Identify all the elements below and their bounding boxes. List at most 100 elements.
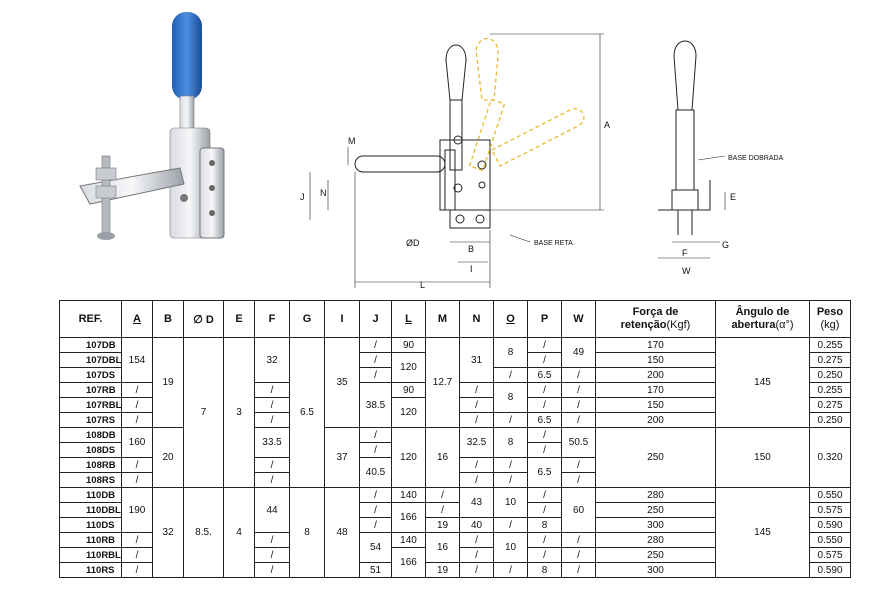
cell-l: 120 xyxy=(391,427,426,488)
cell-a: 160 xyxy=(121,427,153,458)
base-dobrada-label: BASE DOBRADA xyxy=(728,155,784,162)
cell-i: 37 xyxy=(324,427,360,488)
forca-header-unit: (Kgf) xyxy=(666,319,691,331)
col-header-w: W xyxy=(561,300,596,338)
cell-forca: 280 xyxy=(595,487,716,503)
cell-n: / xyxy=(459,457,494,473)
col-header-f: F xyxy=(254,300,290,338)
cell-j: / xyxy=(359,487,392,503)
cell-p: / xyxy=(527,502,562,518)
cell-p: / xyxy=(527,547,562,563)
cell-angulo: 150 xyxy=(715,427,810,488)
open-position-outline xyxy=(468,38,585,172)
cell-f: / xyxy=(254,397,290,413)
cell-l: 166 xyxy=(391,502,426,533)
cell-w: / xyxy=(561,367,596,383)
cell-forca: 300 xyxy=(595,562,716,578)
cell-j: / xyxy=(359,427,392,443)
cell-forca: 150 xyxy=(595,352,716,368)
cell-forca: 250 xyxy=(595,502,716,518)
cell-j: / xyxy=(359,517,392,533)
cell-i: 48 xyxy=(324,487,360,578)
cell-j: / xyxy=(359,352,392,368)
cell-m: 16 xyxy=(425,427,460,488)
ref-cell: 107RB xyxy=(59,382,122,398)
cell-p: 8 xyxy=(527,517,562,533)
cell-w: / xyxy=(561,412,596,428)
cell-n: 32.5 xyxy=(459,427,494,458)
cell-l: 166 xyxy=(391,547,426,578)
cell-p: / xyxy=(527,397,562,413)
angulo-header-line2: abertura xyxy=(731,319,776,331)
cell-o: 10 xyxy=(493,532,528,563)
cell-f: / xyxy=(254,547,290,563)
cell-w: / xyxy=(561,532,596,548)
cell-forca: 250 xyxy=(595,547,716,563)
cell-f: / xyxy=(254,562,290,578)
cell-w: 50.5 xyxy=(561,427,596,458)
cell-forca: 250 xyxy=(595,427,716,488)
cell-forca: 280 xyxy=(595,532,716,548)
cell-f: / xyxy=(254,412,290,428)
cell-j: / xyxy=(359,337,392,353)
table-row: 110RS / / 51 19 / / 8 / 300 0.590 xyxy=(59,562,851,578)
cell-f: 33.5 xyxy=(254,427,290,458)
cell-n: / xyxy=(459,382,494,398)
ref-cell: 107RS xyxy=(59,412,122,428)
cell-o: / xyxy=(493,517,528,533)
cell-f: 32 xyxy=(254,337,290,383)
cell-o: / xyxy=(493,457,528,473)
cell-j: 54 xyxy=(359,532,392,563)
cell-o: 8 xyxy=(493,337,528,368)
cell-l: 120 xyxy=(391,352,426,383)
cell-n: / xyxy=(459,562,494,578)
cell-n: / xyxy=(459,532,494,548)
table-row: 110DB 190 32 8.5. 4 44 8 48 / 140 / 43 1… xyxy=(59,487,851,578)
cell-a: / xyxy=(121,397,153,413)
ref-cell: 110DBL xyxy=(59,502,122,518)
col-header-i: I xyxy=(324,300,360,338)
cell-peso: 0.320 xyxy=(809,427,851,488)
cell-peso: 0.255 xyxy=(809,382,851,398)
ref-cell: 108RB xyxy=(59,457,122,473)
cell-d: 7 xyxy=(183,337,224,488)
cell-b: 19 xyxy=(152,337,184,428)
cell-p: / xyxy=(527,487,562,503)
cell-p: 6.5 xyxy=(527,367,562,383)
angulo-header-unit: (α°) xyxy=(775,319,794,331)
dim-label-b: B xyxy=(468,244,474,254)
cell-b: 20 xyxy=(152,427,184,488)
dim-label-f: F xyxy=(682,248,688,258)
cell-p: / xyxy=(527,427,562,443)
product-photo xyxy=(79,12,225,240)
table-row: 110DS / 19 40 / 8 300 0.590 xyxy=(59,517,851,533)
col-header-o: O xyxy=(493,300,528,338)
col-header-j: J xyxy=(359,300,392,338)
cell-peso: 0.575 xyxy=(809,547,851,563)
cell-m: 19 xyxy=(425,562,460,578)
cell-f: / xyxy=(254,457,290,473)
cell-a: / xyxy=(121,562,153,578)
cell-l: 120 xyxy=(391,397,426,428)
technical-drawing: M N J A ØD B I L E G F W BASE RETA BASE … xyxy=(300,33,784,290)
cell-angulo: 145 xyxy=(715,337,810,428)
table-header: REF. A B ∅ D E F G I J L M N O P W Força… xyxy=(59,300,851,338)
cell-i: 35 xyxy=(324,337,360,428)
cell-o: / xyxy=(493,562,528,578)
cell-o: / xyxy=(493,367,528,383)
cell-a: 190 xyxy=(121,487,153,533)
cell-peso: 0.250 xyxy=(809,367,851,383)
cell-peso: 0.255 xyxy=(809,337,851,353)
cell-n: 43 xyxy=(459,487,494,518)
col-header-n: N xyxy=(459,300,494,338)
cell-a: / xyxy=(121,547,153,563)
spec-table: REF. A B ∅ D E F G I J L M N O P W Força… xyxy=(59,300,851,578)
cell-w: / xyxy=(561,547,596,563)
cell-peso: 0.575 xyxy=(809,502,851,518)
cell-j: / xyxy=(359,442,392,458)
cell-peso: 0.550 xyxy=(809,487,851,503)
peso-header-unit: (kg) xyxy=(820,319,840,331)
col-header-a: A xyxy=(121,300,153,338)
cell-e: 3 xyxy=(223,337,255,488)
